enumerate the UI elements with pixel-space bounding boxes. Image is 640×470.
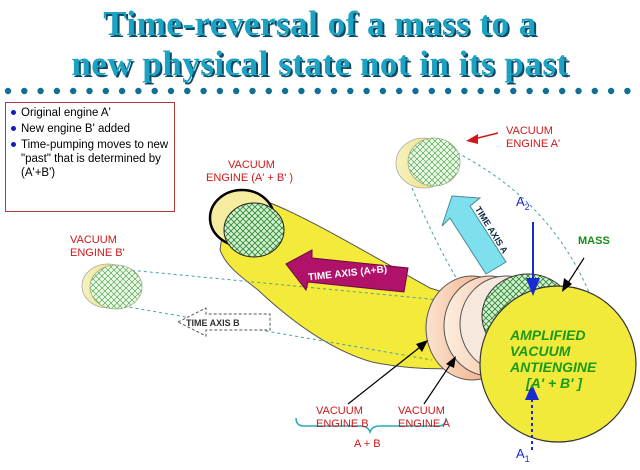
divider-dot <box>298 87 305 95</box>
divider-dot <box>575 87 582 95</box>
dashed-line-b-lower <box>99 301 433 361</box>
label-a2: A2 <box>516 194 530 212</box>
label-engine-ab-prime: VACUUM ENGINE (A' + B' ) <box>206 159 293 184</box>
divider-dot <box>4 87 12 95</box>
divider-dot <box>200 87 207 95</box>
pointer-arrow-engine-a-prime <box>466 132 499 144</box>
divider-dot <box>86 87 93 95</box>
antiengine-disc <box>479 285 637 443</box>
divider-dot <box>363 87 370 95</box>
time-axis-ab-arrow <box>285 249 409 293</box>
time-axis-b-arrow <box>176 307 271 337</box>
divider-dot <box>591 87 598 95</box>
dashed-line-a-lower <box>411 187 471 301</box>
divider-dot <box>379 87 387 95</box>
legend-box: Original engine A' New engine B' added T… <box>5 102 175 212</box>
divider-dot <box>21 87 28 95</box>
divider-dot <box>607 87 615 95</box>
bullet-icon <box>11 142 16 147</box>
a2-arrow <box>526 222 540 296</box>
vacuum-engine-a-prime <box>395 137 461 189</box>
label-a-plus-b: A + B <box>354 438 381 450</box>
divider-dot <box>526 87 533 95</box>
dashed-line-b-upper <box>107 267 441 301</box>
label-antiengine: AMPLIFIED VACUUM ANTIENGINE [A' + B' ] <box>509 327 600 391</box>
divider-dot <box>37 87 44 95</box>
pointer-arrow-engine-a <box>423 356 456 405</box>
label-time-axis-b: TIME AXIS B <box>186 318 240 328</box>
label-mass: MASS <box>578 235 610 247</box>
divider-dot <box>559 87 566 95</box>
divider-dot <box>428 87 435 95</box>
bullet-icon <box>11 126 16 131</box>
divider-dot <box>347 87 354 95</box>
divider-dot <box>314 87 321 95</box>
divider-dot <box>510 87 517 95</box>
bullet-icon <box>11 110 16 115</box>
label-a1: A1 <box>516 446 530 464</box>
divider-dot <box>624 87 631 95</box>
pointer-arrow-mass <box>562 257 585 292</box>
divider-dot <box>461 87 468 95</box>
time-axis-a-arrow <box>441 195 507 275</box>
divider-dot <box>281 87 289 95</box>
vacuum-engine-ab-prime <box>208 188 285 258</box>
divider-dot <box>184 87 191 95</box>
legend-item: New engine B' added <box>10 122 170 136</box>
title-line-2: new physical state not in its past <box>71 44 569 83</box>
dot-divider <box>4 87 631 95</box>
divider-dot <box>151 87 158 95</box>
vacuum-engine-b-prime <box>81 263 143 310</box>
divider-dot <box>135 87 142 95</box>
divider-dot <box>167 87 175 95</box>
label-engine-b: VACUUM ENGINE B <box>316 405 369 430</box>
divider-dot <box>233 87 240 95</box>
divider-dot <box>444 87 452 95</box>
divider-dot <box>249 87 256 95</box>
a-plus-b-brace <box>295 417 447 435</box>
divider-dot <box>396 87 403 95</box>
divider-dot <box>53 87 61 95</box>
legend-item: Original engine A' <box>10 106 170 120</box>
divider-dot <box>330 87 338 95</box>
label-engine-a-prime: VACUUM ENGINE A' <box>506 125 560 150</box>
title-line-1: Time-reversal of a mass to a <box>103 4 537 43</box>
divider-dot <box>493 87 501 95</box>
divider-dot <box>102 87 110 95</box>
divider-dot <box>216 87 224 95</box>
divider-dot <box>70 87 77 95</box>
divider-dot <box>118 87 126 95</box>
divider-dot <box>265 87 272 95</box>
dashed-line-a-upper <box>451 149 597 311</box>
divider-dot <box>412 87 419 95</box>
label-engine-b-prime: VACUUM ENGINE B' <box>70 234 125 259</box>
divider-dot <box>477 87 484 95</box>
legend-item: Time-pumping moves to new "past" that is… <box>10 138 170 180</box>
pointer-arrow-engine-b <box>347 340 428 405</box>
label-engine-a: VACUUM ENGINE A <box>398 405 451 430</box>
divider-dot <box>542 87 550 95</box>
a1-arrow <box>525 384 539 450</box>
